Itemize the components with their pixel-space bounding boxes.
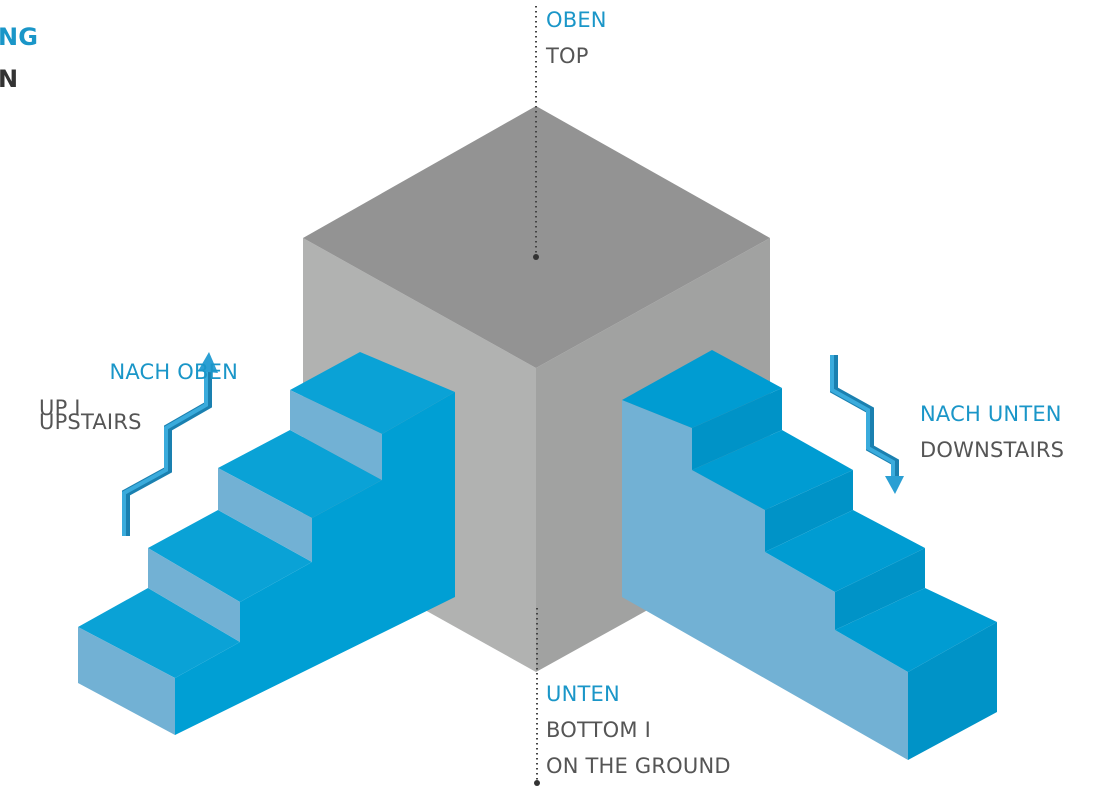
top-label-de: OBEN xyxy=(546,8,607,32)
top-guide-dot xyxy=(533,254,539,260)
right-staircase xyxy=(622,350,997,760)
right-stair-step3-riser xyxy=(835,548,925,630)
left-stair-step4-front xyxy=(290,390,382,480)
right-stair-step3-top xyxy=(765,510,925,592)
left-stair-step3-top xyxy=(218,430,382,518)
left-stair-step4-top xyxy=(290,352,455,434)
left-stair-step3-front xyxy=(218,468,312,562)
left-staircase xyxy=(78,352,455,735)
guide-lines xyxy=(533,6,540,786)
right-stair-step1-riser xyxy=(692,388,782,470)
bottom-label-en-2: ON THE GROUND xyxy=(546,754,731,778)
right-stair-step4-top xyxy=(835,588,997,672)
top-label-en: TOP xyxy=(546,44,589,68)
arrow-down-icon xyxy=(830,355,904,494)
bottom-label-de: UNTEN xyxy=(546,682,620,706)
right-stair-step1-top xyxy=(622,350,782,428)
left-stair-step2-front xyxy=(148,548,240,642)
up-label-en-2: UPSTAIRS xyxy=(39,410,142,434)
left-stair-step2-top xyxy=(148,510,312,602)
arrow-up-icon xyxy=(122,352,218,536)
right-stair-side xyxy=(622,400,908,760)
up-label-de: NACH OBEN xyxy=(109,360,238,384)
bottom-guide-dot xyxy=(534,780,540,786)
title-line-1: NG xyxy=(0,23,39,51)
right-stair-step2-top xyxy=(692,430,853,510)
down-label-de: NACH UNTEN xyxy=(920,402,1062,426)
left-stair-side xyxy=(175,392,455,735)
title-line-2: N xyxy=(0,65,19,93)
right-stair-step4-riser xyxy=(908,622,997,760)
left-stair-step1-top xyxy=(78,588,240,678)
up-label-en-1: UP I xyxy=(39,396,81,420)
down-label-en: DOWNSTAIRS xyxy=(920,438,1065,462)
right-stair-step2-riser xyxy=(765,470,853,552)
left-stair-step1-front xyxy=(78,627,175,735)
bottom-label-en-1: BOTTOM I xyxy=(546,718,651,742)
